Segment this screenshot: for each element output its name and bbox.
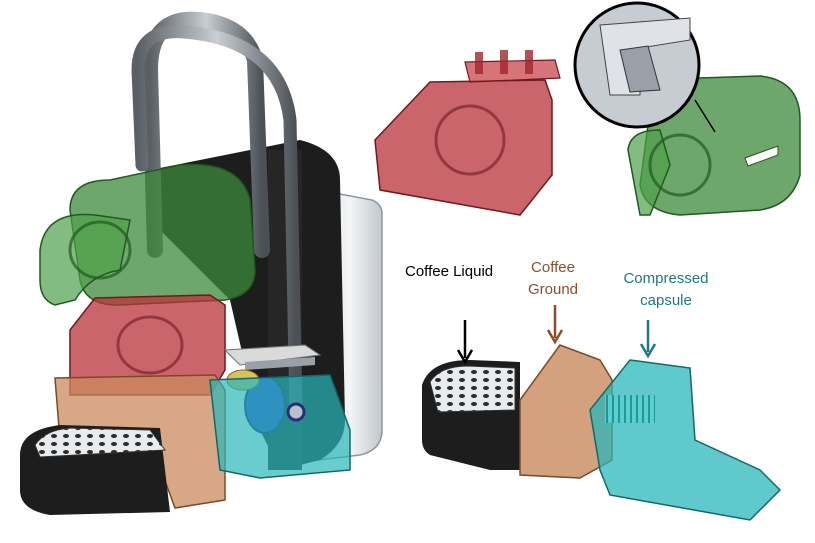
slider-plate — [223, 344, 322, 366]
coffee-ground-arrow — [546, 305, 564, 345]
black-tray-grid — [429, 365, 516, 413]
red-ring — [116, 315, 184, 375]
lever-pipe-front — [131, 25, 303, 417]
red-post-3 — [525, 50, 533, 74]
green-ring — [68, 220, 132, 280]
bottom-exploded-parts — [422, 305, 782, 521]
green-part-spout — [627, 129, 671, 216]
coffee-ground-label: Coffee Ground — [516, 257, 590, 301]
red-part-exploded — [374, 50, 561, 216]
cyan-bin-piece — [589, 359, 782, 521]
cyan-capsule-bin — [209, 374, 351, 479]
red-part-body — [374, 79, 553, 216]
slider-plate-ribs — [245, 357, 315, 370]
assembled-machine — [20, 11, 383, 515]
red-post-1 — [475, 52, 483, 74]
green-part-exploded — [573, 1, 801, 216]
drip-grid — [34, 427, 166, 458]
coffee-ground-line1: Coffee — [531, 259, 575, 276]
coffee-liquid-label: Coffee Liquid — [405, 263, 494, 280]
cyan-bin-ribs — [605, 395, 655, 423]
compressed-capsule-line2: capsule — [640, 292, 692, 309]
coffee-liquid-arrow — [456, 320, 474, 365]
zoom-leader-line — [694, 99, 716, 133]
coffee-ground-line2: Ground — [527, 281, 579, 298]
compressed-capsule-line1: Compressed — [623, 270, 709, 287]
red-part-ring — [434, 104, 506, 176]
compressed-capsule-label: Compressed capsule — [614, 268, 718, 312]
zoom-detail-clip — [619, 45, 661, 93]
green-part-slot — [744, 145, 779, 167]
red-post-2 — [500, 50, 508, 74]
green-part-ring — [648, 133, 712, 197]
compressed-capsule-arrow — [639, 320, 657, 359]
pipe-knob — [286, 402, 306, 422]
